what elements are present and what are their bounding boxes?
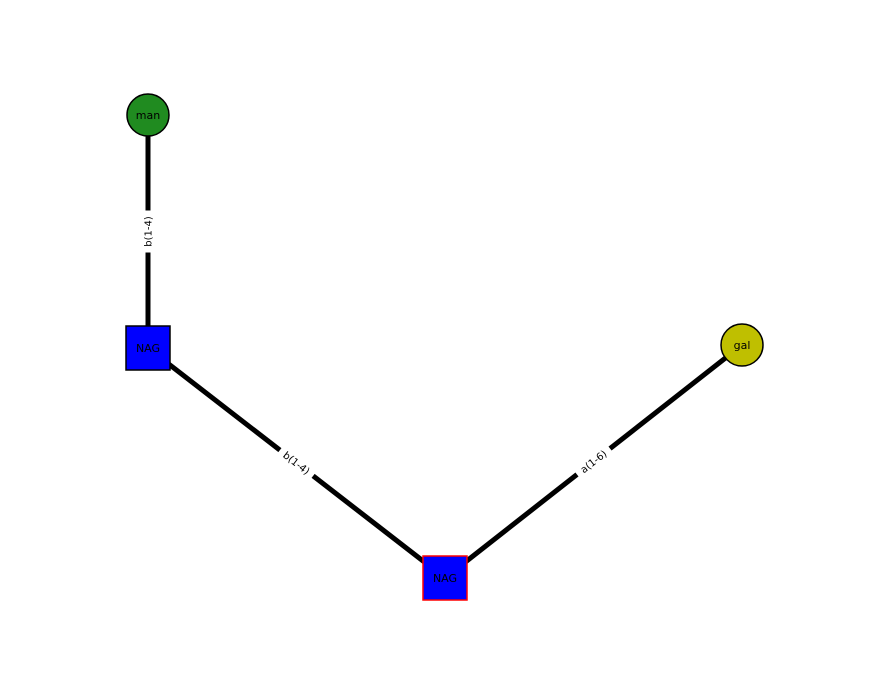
edge-label-group: b(1-4): [141, 210, 155, 253]
node-man-circle: [126, 93, 170, 137]
node-label-man: man: [136, 109, 160, 122]
node-label-nag2: NAG: [433, 572, 457, 585]
edge-label: b(1-4): [144, 216, 155, 247]
edge-label-bg: [572, 443, 615, 480]
node-nag2-square: [422, 555, 468, 601]
edge-label-group: a(1-6): [572, 443, 615, 480]
edge-label-group: b(1-4): [275, 445, 318, 481]
node-gal-circle: [720, 323, 764, 367]
node-nag1-square: [125, 325, 171, 371]
node-label-gal: gal: [734, 339, 751, 352]
edge-label-bg: [275, 445, 318, 481]
edge-label-bg: [141, 210, 155, 253]
node-label-nag1: NAG: [136, 342, 160, 355]
